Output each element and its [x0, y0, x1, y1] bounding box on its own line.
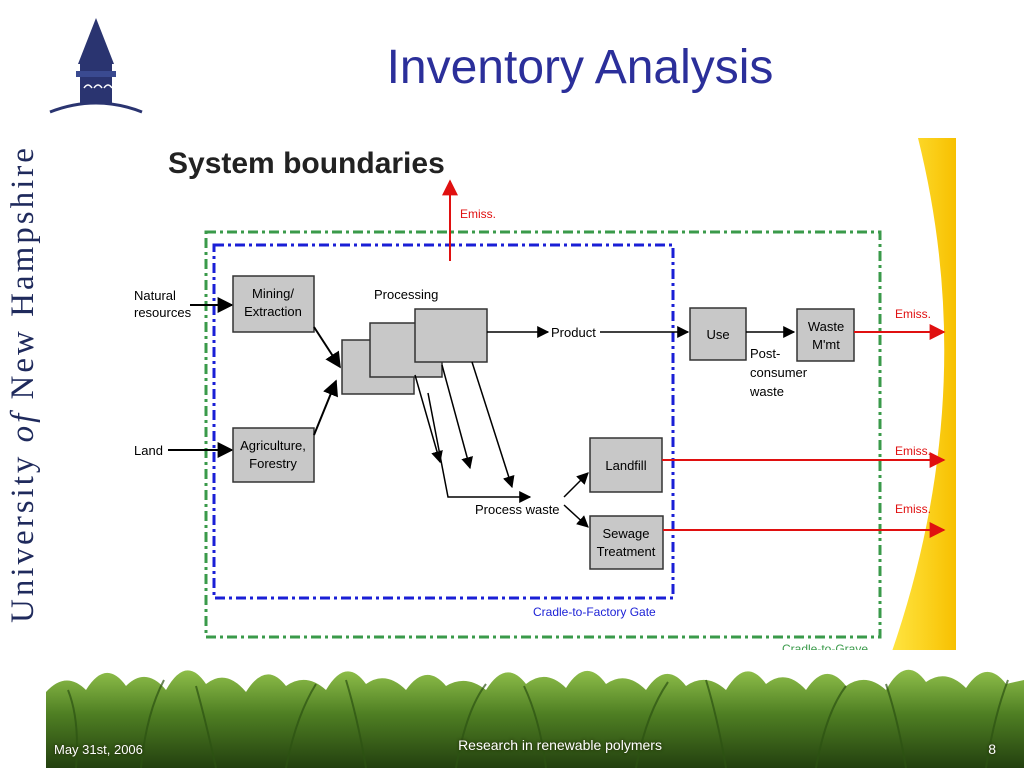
emission-label-sewage: Emiss. [895, 502, 931, 516]
post-consumer-label-3: waste [749, 384, 784, 399]
agriculture-label-2: Forestry [249, 456, 297, 471]
emission-label-waste: Emiss. [895, 307, 931, 321]
mining-extraction-box [232, 275, 315, 333]
post-consumer-label-1: Post- [750, 346, 780, 361]
mining-to-processing-arrow [313, 326, 341, 369]
yellow-crescent-decoration [890, 138, 956, 657]
process-waste-arrow-3 [471, 361, 515, 489]
process-waste-arrow-2 [441, 364, 473, 470]
product-label: Product [551, 325, 596, 340]
agriculture-label-1: Agriculture, [240, 438, 306, 453]
process-waste-label: Process waste [475, 502, 560, 517]
processing-box-front [414, 308, 488, 363]
waste-label-1: Waste [808, 319, 844, 334]
landfill-box [589, 437, 663, 493]
land-label: Land [134, 443, 163, 458]
post-consumer-label-2: consumer [750, 365, 808, 380]
processing-label: Processing [374, 287, 438, 302]
sewage-label-1: Sewage [603, 526, 650, 541]
process-waste-arrow-1 [414, 374, 443, 464]
waste-to-sewage-arrow [563, 504, 589, 528]
system-boundaries-diagram: System boundaries Emiss. Natural resourc… [134, 138, 956, 657]
mining-label-1: Mining/ [252, 286, 294, 301]
university-logo [49, 18, 143, 114]
agriculture-forestry-box [232, 427, 315, 483]
footer-presentation-title: Research in renewable polymers [458, 737, 662, 753]
emission-label-top: Emiss. [460, 207, 496, 221]
waste-label-2: M'mt [812, 337, 840, 352]
footer-grass-image [46, 650, 1024, 768]
cradle-to-factory-boundary [212, 243, 675, 600]
diagram-heading: System boundaries [168, 147, 445, 180]
cradle-to-grave-boundary [204, 230, 882, 639]
natural-resources-label-2: resources [134, 305, 192, 320]
cradle-to-factory-label: Cradle-to-Factory Gate [533, 605, 656, 619]
university-name-part1: University [5, 442, 41, 623]
university-sidebar: University of New Hampshire [0, 0, 46, 768]
sewage-label-2: Treatment [597, 544, 656, 559]
mining-label-2: Extraction [244, 304, 302, 319]
natural-resources-label-1: Natural [134, 288, 176, 303]
footer-date: May 31st, 2006 [54, 742, 143, 757]
slide-title: Inventory Analysis [386, 41, 774, 94]
sewage-treatment-box [589, 515, 664, 570]
university-name-of: of [5, 410, 41, 443]
university-name: University of New Hampshire [3, 14, 43, 754]
waste-to-landfill-arrow [563, 472, 589, 498]
waste-management-box [796, 308, 855, 362]
emission-label-landfill: Emiss. [895, 444, 931, 458]
university-name-part2: New Hampshire [5, 145, 41, 411]
process-waste-collector-arrow [427, 392, 532, 503]
use-label: Use [706, 327, 729, 342]
landfill-label: Landfill [605, 458, 646, 473]
agriculture-to-processing-arrow [313, 379, 338, 436]
use-box [689, 307, 747, 361]
footer-page-number: 8 [988, 741, 996, 757]
